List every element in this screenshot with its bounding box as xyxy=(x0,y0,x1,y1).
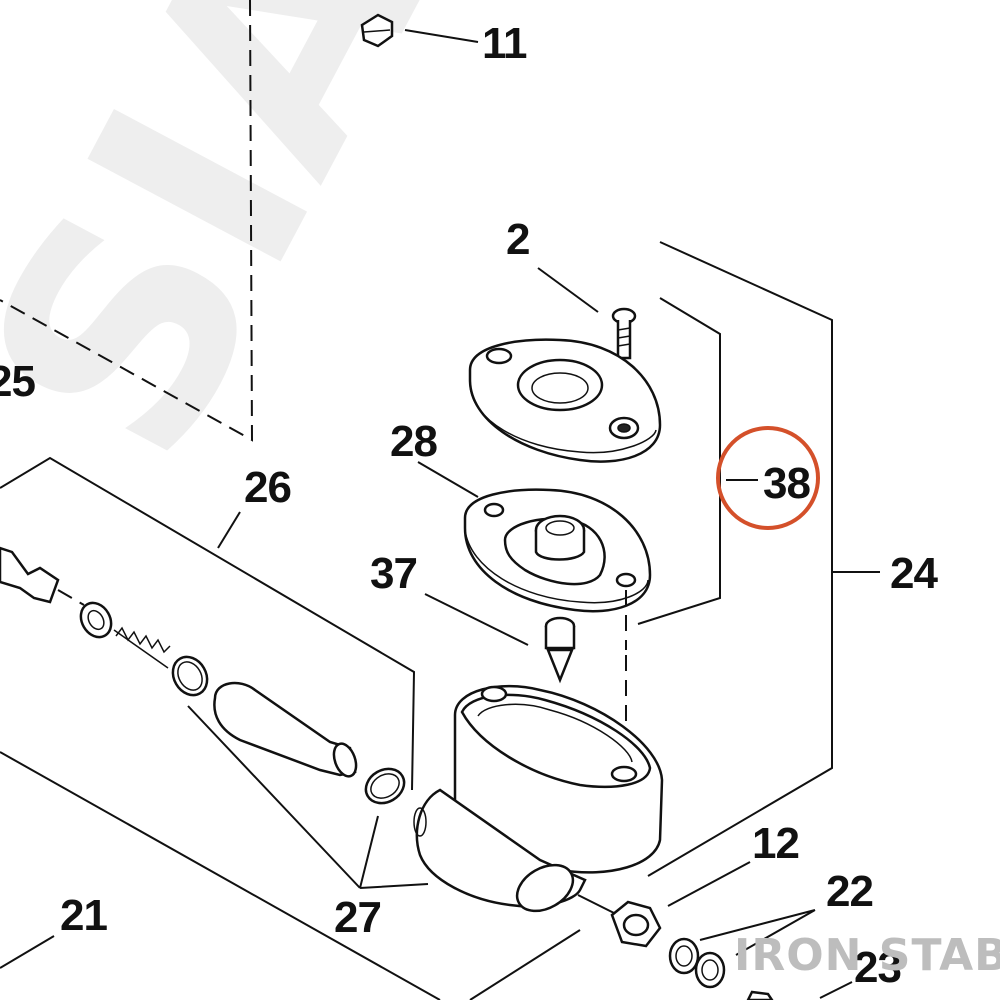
callout-21: 21 xyxy=(60,891,107,940)
callout-25: 25 xyxy=(0,357,35,406)
callout-27: 27 xyxy=(334,893,381,942)
callout-37: 37 xyxy=(370,549,417,598)
leader-12 xyxy=(667,861,751,907)
part-23-fitting xyxy=(746,990,774,1000)
part-22-washers xyxy=(668,937,726,989)
callout-28: 28 xyxy=(390,417,437,466)
part-master-cylinder-body xyxy=(413,684,664,913)
callout-38: 38 xyxy=(763,459,810,508)
leader-21 xyxy=(0,935,55,969)
part-cover xyxy=(468,338,662,463)
leader-body-bottom xyxy=(469,929,581,1000)
dashed-assembly-line xyxy=(0,0,254,442)
callout-12: 12 xyxy=(752,819,799,868)
part-37-piston xyxy=(424,593,627,770)
callout-2: 2 xyxy=(506,215,529,264)
leader-23 xyxy=(819,981,853,999)
iron-stable-watermark: IRON STABLE xyxy=(734,930,1000,981)
bracket-26-group xyxy=(0,456,416,791)
callout-22: 22 xyxy=(826,867,873,916)
part-12-nut xyxy=(577,894,662,948)
callout-23: 23 xyxy=(854,943,901,992)
leader-22 xyxy=(699,909,816,956)
callout-26: 26 xyxy=(244,463,291,512)
highlight-circle xyxy=(716,426,820,530)
leader-21-bracket xyxy=(0,751,441,1000)
bracket-24 xyxy=(647,241,833,877)
leader-26 xyxy=(217,511,241,549)
part-11-acorn-nut xyxy=(360,13,479,48)
part-28-diaphragm-plate xyxy=(417,461,652,650)
leader-27 xyxy=(187,705,429,889)
part-26-reaction-assembly xyxy=(0,546,406,805)
callout-11: 11 xyxy=(482,19,527,68)
callout-24: 24 xyxy=(890,549,938,598)
